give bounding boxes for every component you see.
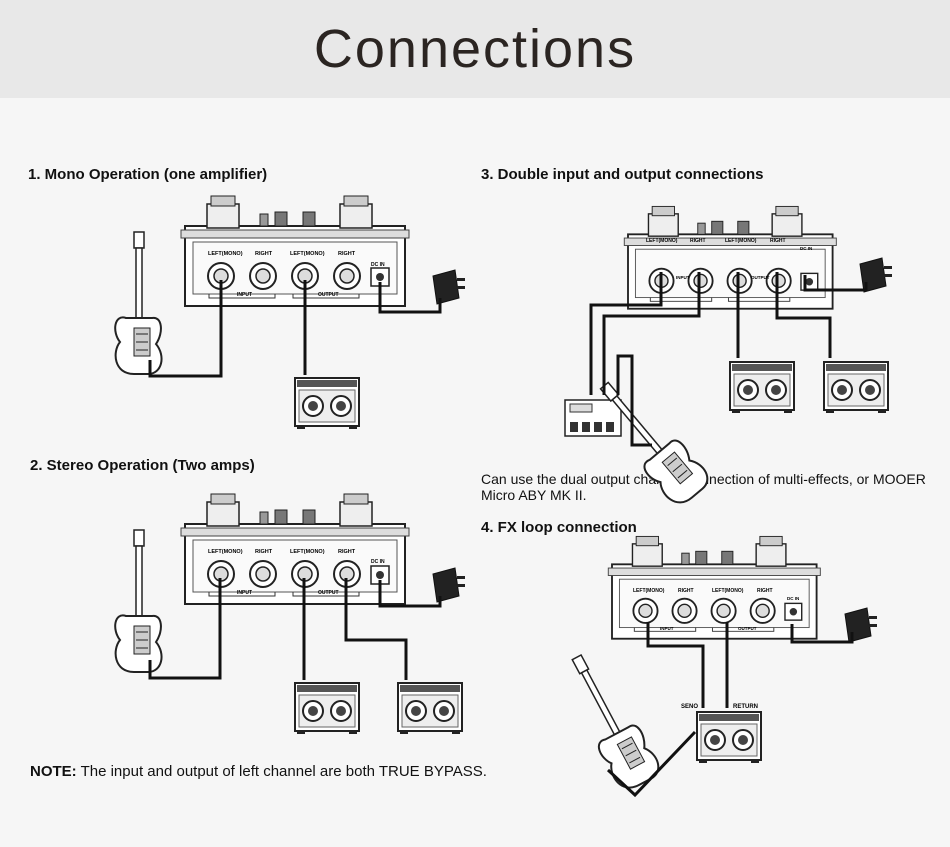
input-cable-left <box>589 272 663 395</box>
jack-label-left-mono: LEFT(MONO) <box>633 588 665 594</box>
note-text: The input and output of left channel are… <box>76 763 487 780</box>
output-label: OUTPUT <box>318 292 339 298</box>
input-label: INPUT <box>660 626 674 631</box>
send-label: SENO <box>681 704 698 710</box>
power-cable <box>790 624 854 644</box>
pedal-unit <box>623 205 838 310</box>
jack-label-left-mono: LEFT(MONO) <box>290 549 325 555</box>
guitar-icon <box>114 529 163 673</box>
section-title-mono: 1. Mono Operation (one amplifier) <box>28 166 268 183</box>
power-cable <box>378 580 442 608</box>
amp-icon <box>397 682 463 735</box>
section-title-double: 3. Double input and output connections <box>481 166 764 183</box>
amp-icon <box>823 361 889 414</box>
jack-label-left-mono: LEFT(MONO) <box>712 588 744 594</box>
dc-in-label: DC IN <box>787 596 799 601</box>
input-label: INPUT <box>237 590 252 596</box>
jack-label-right: RIGHT <box>338 251 356 257</box>
section-title-fxloop: 4. FX loop connection <box>481 519 637 536</box>
input-cable-right <box>602 272 701 395</box>
power-cable <box>803 275 868 292</box>
power-cable <box>378 282 442 314</box>
diagram-mono: LEFT(MONO) RIGHT LEFT(MONO) RIGHT INPUT … <box>114 195 466 430</box>
dc-in-label: DC IN <box>371 262 385 268</box>
jack-label-right: RIGHT <box>757 588 773 594</box>
amp-icon <box>294 682 360 735</box>
amp-icon <box>696 711 762 764</box>
power-adapter-icon <box>432 567 466 603</box>
jack-label-right: RIGHT <box>678 588 694 594</box>
jack-label-left-mono: LEFT(MONO) <box>290 251 325 257</box>
guitar-icon <box>114 231 163 375</box>
jack-label-right: RIGHT <box>338 549 356 555</box>
power-adapter-icon <box>432 269 466 305</box>
input-cable <box>148 578 222 680</box>
input-label: INPUT <box>676 275 690 280</box>
guitar-cable <box>616 354 652 447</box>
jack-label-right: RIGHT <box>255 549 273 555</box>
diagram-fxloop: LEFT(MONO) RIGHT LEFT(MONO) RIGHT INPUT … <box>554 535 878 798</box>
input-cable <box>148 280 223 378</box>
output-label: OUTPUT <box>318 590 339 596</box>
page-title: Connections <box>313 19 637 79</box>
section-title-stereo: 2. Stereo Operation (Two amps) <box>30 457 255 474</box>
amp-icon <box>294 377 360 430</box>
dc-in-label: DC IN <box>371 559 385 565</box>
diagram-stereo: LEFT(MONO) RIGHT LEFT(MONO) RIGHT INPUT … <box>114 493 466 735</box>
send-cable <box>646 622 705 708</box>
guitar-cable <box>606 730 697 798</box>
dc-in-label: DC IN <box>800 246 812 251</box>
return-label: RETURN <box>733 704 758 710</box>
jack-label-right: RIGHT <box>690 238 706 244</box>
output-cable-right <box>775 272 832 358</box>
output-cable-right <box>344 578 408 680</box>
jack-label-right: RIGHT <box>770 238 786 244</box>
input-label: INPUT <box>237 292 252 298</box>
jack-label-left-mono: LEFT(MONO) <box>208 251 243 257</box>
power-adapter-icon <box>844 607 878 643</box>
output-label: OUTPUT <box>751 275 770 280</box>
amp-icon <box>729 361 795 414</box>
output-label: OUTPUT <box>738 626 757 631</box>
multi-effects-unit <box>564 399 622 437</box>
diagram-double: LEFT(MONO) RIGHT LEFT(MONO) RIGHT INPUT … <box>564 205 893 511</box>
jack-label-left-mono: LEFT(MONO) <box>646 238 678 244</box>
jack-label-left-mono: LEFT(MONO) <box>208 549 243 555</box>
note-label: NOTE: <box>30 763 77 780</box>
jack-label-left-mono: LEFT(MONO) <box>725 238 757 244</box>
header-band <box>0 0 950 98</box>
note: NOTE: The input and output of left chann… <box>30 763 487 780</box>
jack-label-right: RIGHT <box>255 251 273 257</box>
